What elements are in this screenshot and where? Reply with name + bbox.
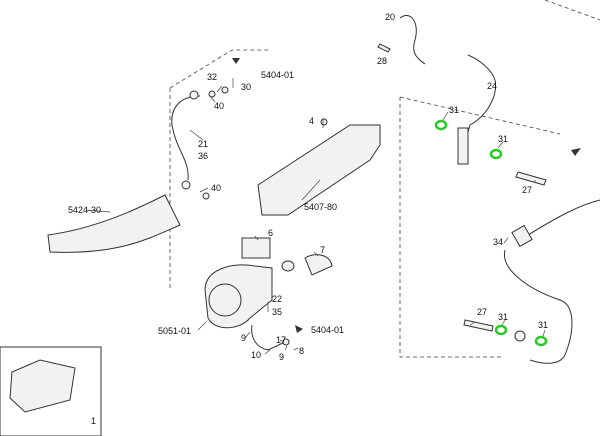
leader-lines — [85, 78, 546, 355]
bolt-27-upper — [515, 171, 547, 186]
clamp-7 — [281, 260, 295, 272]
nut-4 — [320, 118, 328, 126]
inset-part-1 — [0, 346, 102, 436]
label-32: 32 — [207, 72, 217, 82]
bracket-20 — [399, 15, 426, 65]
elbow-7 — [304, 254, 333, 276]
compressor-housing — [208, 283, 242, 317]
label-27-lower: 27 — [477, 307, 487, 317]
label-24: 24 — [487, 81, 497, 91]
banjo-bolt-40 — [208, 90, 216, 98]
label-5051: 5051-01 — [158, 326, 191, 336]
o-ring-31-c — [494, 324, 508, 336]
label-5407: 5407-80 — [304, 202, 337, 212]
oil-pipe-21 — [171, 95, 201, 181]
o-ring-31-d — [534, 335, 548, 347]
label-27-upper: 27 — [522, 185, 532, 195]
banjo-34 — [514, 330, 526, 342]
air-hose-5424 — [47, 194, 181, 253]
pipe-24 — [462, 54, 497, 151]
arrow-5404-bottom — [295, 325, 303, 333]
fitting-17 — [282, 338, 290, 346]
label-31-c: 31 — [498, 312, 508, 322]
o-ring-31-b — [489, 148, 503, 160]
washer-32 — [221, 86, 229, 94]
oil-return-pipe-10 — [251, 324, 286, 351]
bolt-28 — [377, 43, 391, 53]
heat-shield-1 — [9, 359, 76, 413]
label-20: 20 — [385, 12, 395, 22]
frame-left-assembly — [169, 49, 270, 290]
hose-34 — [504, 199, 600, 364]
label-4: 4 — [309, 116, 314, 126]
fitting-40-bottom — [181, 180, 191, 190]
exhaust-manifold — [257, 124, 381, 216]
label-40-bottom: 40 — [211, 183, 221, 193]
frame-right-assembly — [399, 0, 600, 358]
label-5424: 5424-30 — [68, 205, 101, 215]
label-40-top: 40 — [214, 101, 224, 111]
label-9-left: 9 — [241, 333, 246, 343]
gasket-6 — [241, 237, 271, 259]
label-36: 36 — [198, 151, 208, 161]
connector-24 — [457, 127, 469, 165]
label-10: 10 — [251, 350, 261, 360]
label-5404-bottom: 5404-01 — [311, 325, 344, 335]
label-1: 1 — [91, 416, 96, 426]
label-6: 6 — [268, 228, 273, 238]
arrow-5404-top — [232, 58, 240, 64]
arrow-right — [571, 148, 581, 156]
coupling-34 — [511, 224, 533, 248]
label-5404-top: 5404-01 — [261, 70, 294, 80]
label-9-right: 9 — [279, 352, 284, 362]
label-31-b: 31 — [498, 134, 508, 144]
label-30: 30 — [241, 82, 251, 92]
label-31-a: 31 — [449, 105, 459, 115]
label-35: 35 — [272, 307, 282, 317]
bolt-27-lower — [463, 319, 494, 332]
label-17: 17 — [276, 335, 286, 345]
label-34: 34 — [493, 237, 503, 247]
washer-40-lower — [202, 192, 210, 200]
label-31-d: 31 — [538, 320, 548, 330]
o-ring-31-a — [434, 119, 448, 131]
label-7: 7 — [320, 245, 325, 255]
fitting-40-top — [189, 90, 199, 100]
label-28: 28 — [377, 56, 387, 66]
label-8: 8 — [299, 346, 304, 356]
label-22: 22 — [272, 294, 282, 304]
label-21: 21 — [198, 139, 208, 149]
